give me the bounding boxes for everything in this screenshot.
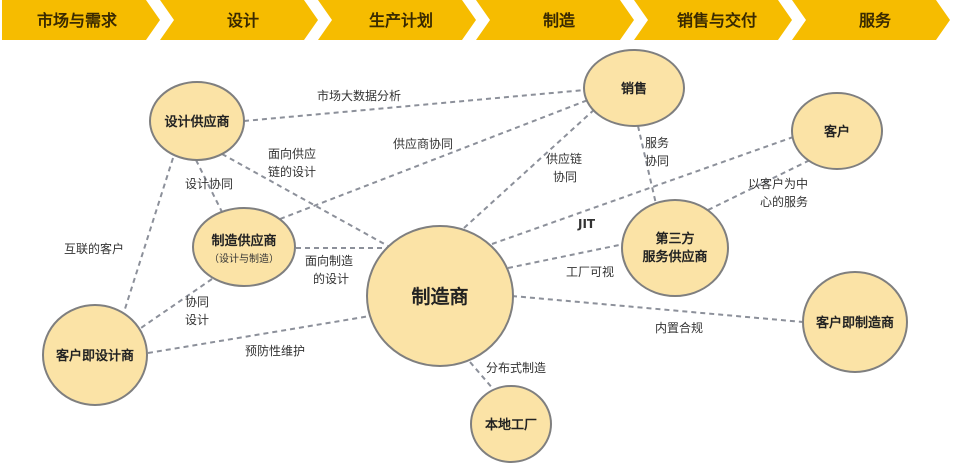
edge-third-party-customer — [707, 159, 811, 211]
edge-label: 的设计 — [313, 271, 349, 286]
stage-label: 设计 — [227, 11, 259, 30]
edge-design-supplier-customer-designer — [123, 157, 174, 313]
edge-manufacturer-sales — [463, 107, 597, 229]
node-label: 客户即设计商 — [56, 348, 134, 364]
edge-manufacturer-local-factory — [469, 361, 495, 391]
node-label: 制造供应商 — [211, 233, 276, 249]
edge-sales-third-party — [637, 125, 657, 205]
edge-label: 供应链 — [546, 151, 582, 166]
node-label: 第三方 — [655, 231, 694, 247]
edge-customer-designer-manufacturer — [147, 315, 371, 354]
edge-label: 内置合规 — [655, 320, 703, 335]
node-customer-manufacturer — [802, 271, 908, 373]
node-third-party — [621, 199, 729, 297]
nodes — [42, 49, 908, 463]
node-label: 服务供应商 — [642, 249, 707, 265]
stage-label: 销售与交付 — [677, 11, 757, 30]
stage-chevron — [318, 0, 476, 40]
edge-mfg-supplier-customer-designer — [137, 278, 213, 331]
edge-label: 面向供应 — [268, 146, 316, 161]
edge-design-supplier-sales — [243, 89, 586, 122]
stage-label: 市场与需求 — [37, 11, 118, 30]
stage-chevron — [2, 0, 160, 40]
stage-chevrons: 市场与需求 设计 生产计划 制造 销售与交付 服务 — [2, 0, 950, 40]
node-label: 本地工厂 — [485, 417, 537, 433]
node-label: 销售 — [621, 81, 647, 97]
node-label: 客户即制造商 — [816, 315, 894, 331]
edge-manufacturer-customer-manufacturer — [511, 295, 804, 323]
edge-mfg-supplier-sales — [279, 99, 589, 220]
node-label: 制造商 — [411, 285, 468, 308]
edge-label: 市场大数据分析 — [317, 88, 401, 103]
edge-label: 面向制造 — [305, 253, 353, 268]
edge-label: 链的设计 — [268, 164, 316, 179]
edge-label: 协同 — [645, 153, 669, 168]
node-label: 客户 — [824, 124, 850, 140]
edge-label: 协同 — [185, 294, 209, 309]
edge-labels: 市场大数据分析 供应商协同 面向供应 链的设计 设计协同 互联的客户 面向制造 … — [64, 88, 808, 375]
node-label: 设计供应商 — [164, 114, 229, 130]
node-customer — [791, 92, 883, 170]
stage-chevron — [160, 0, 318, 40]
edge-manufacturer-third-party — [507, 243, 625, 269]
edge-label: 以客户为中 — [748, 176, 808, 191]
edge-label: 服务 — [645, 135, 669, 150]
node-labels: 设计供应商 销售 客户 制造供应商 （设计与制造） 制造商 第三方 服务供应商 … — [56, 81, 894, 433]
node-design-supplier — [149, 81, 245, 161]
node-manufacturer — [366, 225, 514, 367]
node-sales — [583, 49, 685, 127]
edge-label: 供应商协同 — [393, 136, 453, 151]
edge-label: JIT — [577, 217, 596, 231]
stage-chevron — [476, 0, 634, 40]
stage-label: 生产计划 — [369, 11, 433, 30]
edge-label: 设计 — [185, 313, 209, 327]
edges — [123, 89, 811, 391]
node-customer-designer — [42, 304, 148, 406]
edge-label: 分布式制造 — [486, 361, 546, 375]
edge-label: 互联的客户 — [64, 241, 124, 256]
node-mfg-supplier — [192, 207, 296, 287]
edge-design-supplier-manufacturer — [221, 153, 389, 247]
edge-label: 预防性维护 — [245, 343, 305, 358]
stage-chevron — [792, 0, 950, 40]
edge-design-supplier-mfg-supplier — [195, 159, 223, 213]
node-sublabel: （设计与制造） — [209, 252, 279, 265]
edge-label: 协同 — [553, 169, 577, 184]
node-local-factory — [470, 385, 552, 463]
edge-label: 工厂可视 — [566, 264, 614, 279]
edge-label: 心的服务 — [760, 194, 808, 209]
stage-chevron — [634, 0, 792, 40]
stage-label: 服务 — [859, 11, 892, 30]
edge-label: 设计协同 — [185, 176, 233, 191]
stage-label: 制造 — [543, 11, 576, 30]
